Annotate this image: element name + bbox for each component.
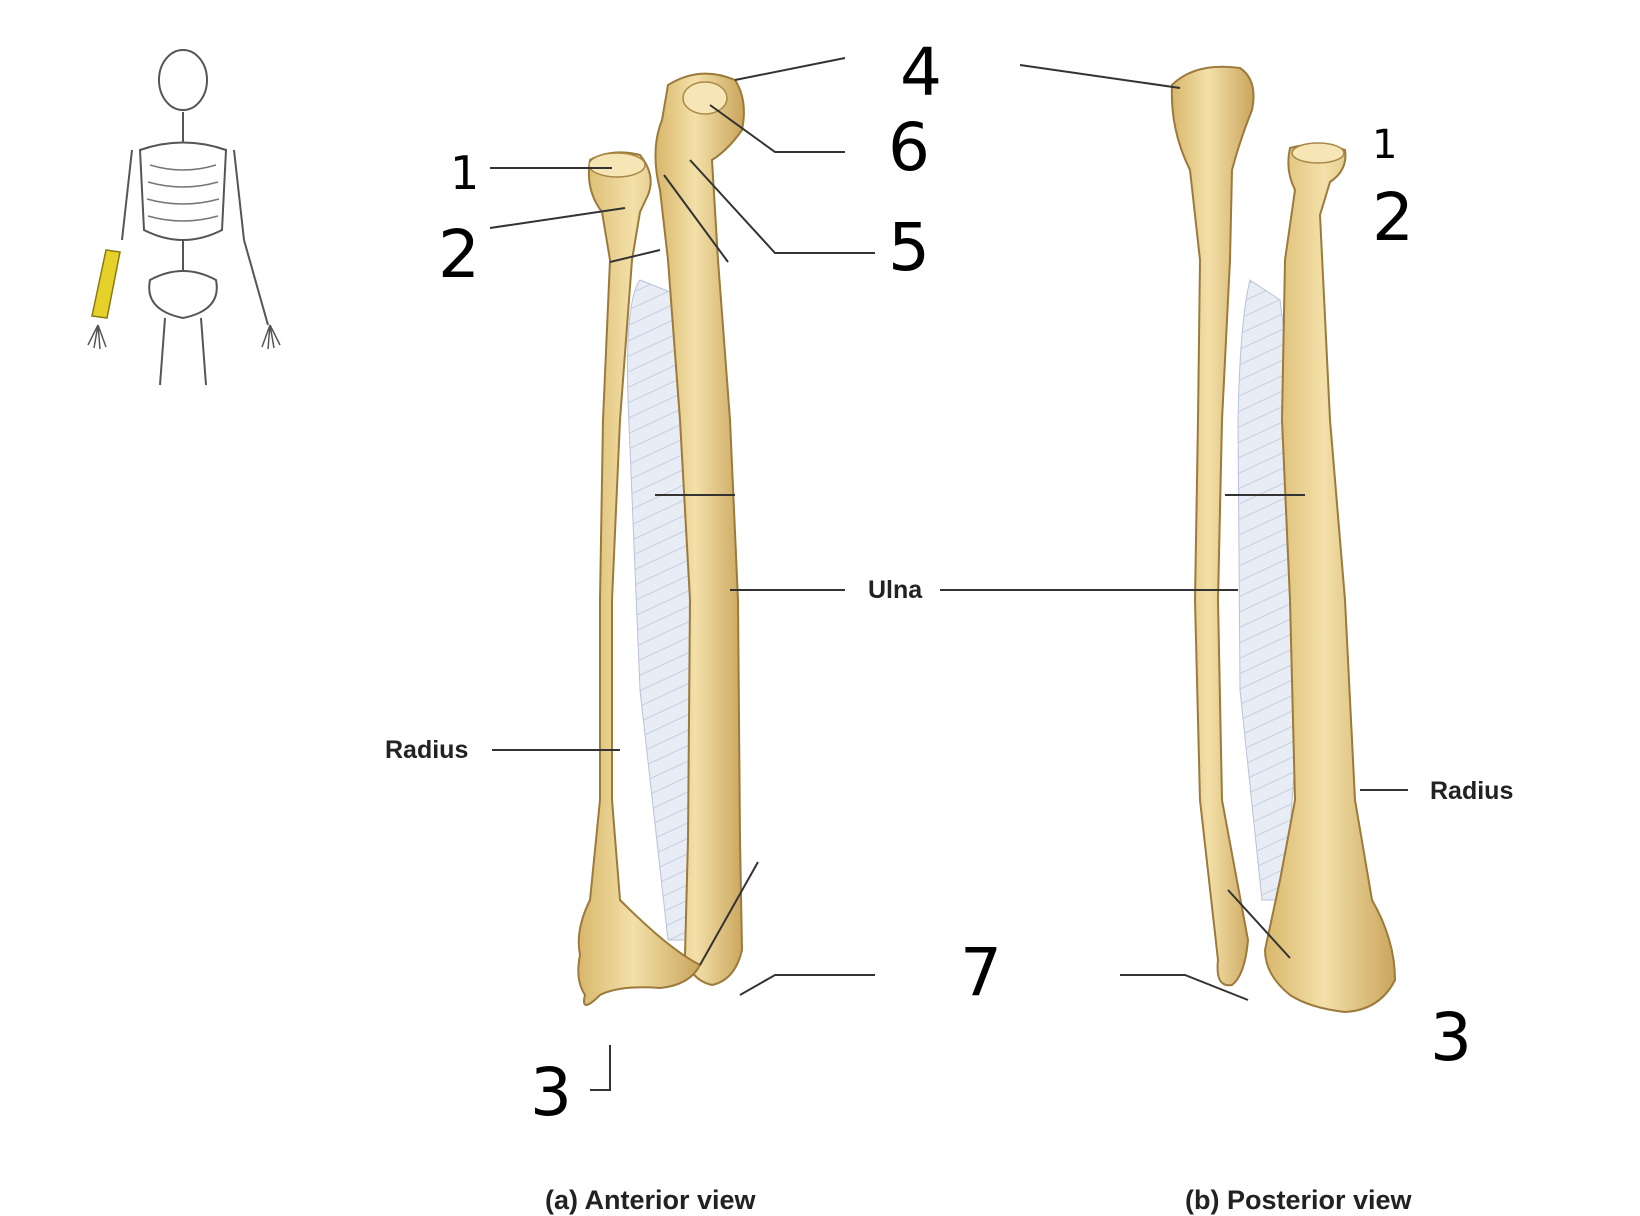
handwritten-3-anterior: 3 [530,1054,572,1131]
handwritten-1-anterior: 1 [450,146,480,200]
handwritten-5: 5 [888,209,930,286]
leader-5 [689,159,875,254]
leader-7a-anterior [699,861,759,966]
handwritten-2-anterior: 2 [438,216,480,293]
handwritten-7: 7 [960,934,1002,1011]
leader-lines [489,57,1408,1091]
legs [159,317,207,386]
handwritten-3-posterior: 3 [1430,999,1472,1076]
posterior-view [1170,65,1397,1014]
leader-6 [709,104,845,153]
leader-4-anterior [734,57,846,81]
radius-label-posterior: Radius [1430,777,1514,805]
skull [158,49,208,111]
leader-7-anterior [739,974,875,996]
leader-7b-posterior [1227,889,1291,959]
leader-3-anterior [590,1045,611,1091]
highlighted-forearm [91,249,121,319]
ulna-posterior [1170,65,1255,987]
handwritten-4: 4 [900,34,942,111]
leader-5b [663,174,729,263]
radius-posterior [1263,143,1397,1014]
caption-posterior-view: (b) Posterior view [1185,1185,1412,1215]
rib-cage [138,141,228,241]
ulna-label: Ulna [868,576,923,604]
radius-anterior [577,151,702,1006]
right-humerus [233,149,245,241]
anterior-view [577,72,745,1006]
caption-anterior-view: (a) Anterior view [545,1185,756,1215]
leader-2-anterior [489,207,626,229]
leader-4-posterior [1019,64,1181,89]
handwritten-1-posterior: 1 [1372,122,1398,168]
right-forearm [243,239,269,326]
handwritten-2-posterior: 2 [1372,179,1414,256]
leader-7-posterior [1120,974,1249,1001]
skeleton-thumbnail [87,49,281,386]
handwritten-6: 6 [888,109,930,186]
pelvis [148,270,218,320]
radius-label-anterior: Radius [385,736,469,764]
left-humerus [121,149,133,241]
leader-2b-anterior [609,249,661,263]
